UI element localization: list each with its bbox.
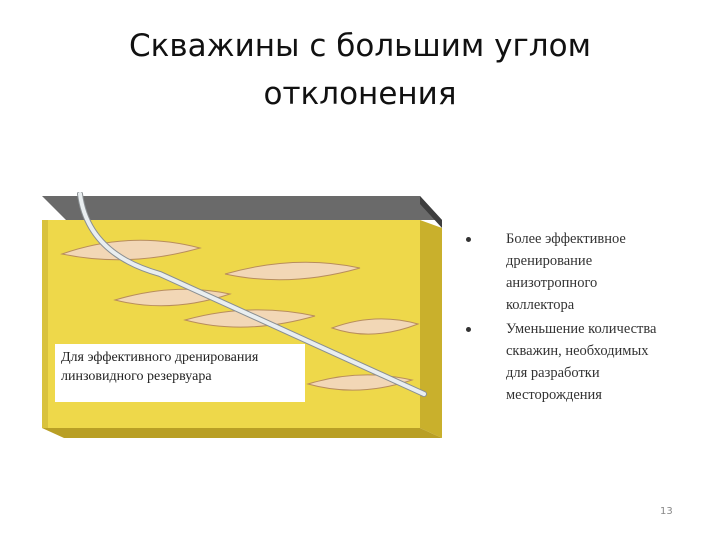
bullet-line: анизотропного <box>506 275 598 291</box>
bullet-line: дренирование <box>506 253 593 269</box>
reservoir-bottom-face <box>42 428 442 438</box>
diagram-caption: Для эффективного дренирования линзовидно… <box>55 344 305 402</box>
bullet-line: коллектора <box>506 297 575 313</box>
bullet-item: Более эффективное дренирование анизотроп… <box>462 228 692 316</box>
bullet-item: Уменьшение количества скважин, необходим… <box>462 318 692 406</box>
cap-rock-side <box>420 196 442 228</box>
sand-lens-2 <box>224 261 361 281</box>
bullet-text: Более эффективное дренирование анизотроп… <box>506 228 692 316</box>
sand-lens-5 <box>330 318 420 335</box>
bullet-line: месторождения <box>506 387 602 403</box>
bullet-line: Более эффективное <box>506 231 626 247</box>
bullet-text: Уменьшение количества скважин, необходим… <box>506 318 692 406</box>
caption-line-2: линзовидного резервуара <box>61 369 212 384</box>
reservoir-side-face <box>420 220 442 438</box>
page-number: 13 <box>660 506 673 517</box>
bullet-line: скважин, необходимых <box>506 343 649 359</box>
well-bore <box>78 192 426 396</box>
bullet-line: Уменьшение количества <box>506 321 657 337</box>
bullet-dot-icon <box>466 327 471 332</box>
sand-lens-4 <box>183 309 316 328</box>
bullet-line: для разработки <box>506 365 600 381</box>
slide-title: Скважины с большим углом отклонения <box>60 22 660 118</box>
bullet-list: Более эффективное дренирование анизотроп… <box>462 228 692 408</box>
cap-rock-top <box>42 196 442 220</box>
title-line-2: отклонения <box>263 76 457 112</box>
bullet-dot-icon <box>466 237 471 242</box>
reservoir-left-edge <box>42 220 48 428</box>
title-line-1: Скважины с большим углом <box>129 28 591 64</box>
caption-line-1: Для эффективного дренирования <box>61 350 259 365</box>
